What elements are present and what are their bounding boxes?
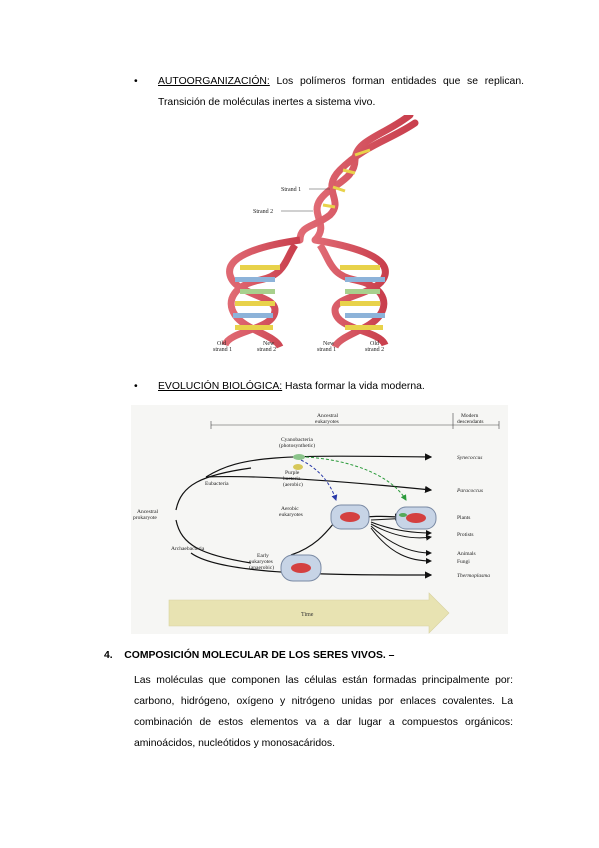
left-helix-b [227, 243, 298, 349]
svg-text:Early: Early [257, 553, 269, 559]
paragraph-line: Las moléculas que componen las células e… [134, 675, 513, 686]
svg-text:strand 1: strand 1 [213, 347, 232, 353]
bullet-heading: EVOLUCIÓN BIOLÓGICA: [158, 381, 283, 392]
base-pairs [233, 265, 385, 330]
evolution-figure: Ancestral eukaryotes Modern descendants … [131, 405, 508, 634]
svg-text:eukaryotes: eukaryotes [249, 559, 273, 565]
modern-label: Modern [461, 413, 479, 419]
paragraph-line: combinación de estos elementos va a dar … [134, 717, 513, 728]
svg-text:eukaryotes: eukaryotes [279, 512, 303, 518]
svg-text:Ancestral: Ancestral [137, 509, 159, 515]
svg-text:bacteria: bacteria [283, 476, 301, 482]
bullet-heading: AUTOORGANIZACIÓN: [158, 76, 270, 87]
svg-text:(aerobic): (aerobic) [283, 481, 303, 488]
bullet-dot: • [134, 381, 138, 392]
svg-text:New: New [323, 341, 335, 347]
bullet-text: AUTOORGANIZACIÓN: Los polímeros forman e… [158, 71, 524, 113]
svg-text:Eubacteria: Eubacteria [205, 481, 229, 487]
svg-text:descendants: descendants [457, 419, 484, 425]
svg-text:Old: Old [370, 341, 379, 347]
svg-text:Synecoccus: Synecoccus [457, 455, 482, 461]
svg-text:strand 1: strand 1 [317, 347, 336, 353]
svg-text:Protists: Protists [457, 532, 474, 538]
paragraph-line: aminoácidos, nucleótidos y monosacáridos… [134, 738, 335, 749]
svg-text:eukaryotes: eukaryotes [315, 419, 339, 425]
svg-text:Fungi: Fungi [457, 559, 470, 565]
purple-bacteria-cell [293, 464, 303, 470]
svg-text:prokaryote: prokaryote [133, 515, 157, 521]
section-paragraph: Las moléculas que componen las células e… [134, 670, 513, 754]
svg-text:Paracoccus: Paracoccus [456, 488, 483, 494]
time-label: Time [301, 612, 314, 618]
svg-text:Aerobic: Aerobic [281, 506, 299, 512]
strand2-label: Strand 2 [253, 209, 273, 215]
bullet-body: Los polímeros forman entidades que se re… [158, 76, 524, 108]
strand1-label: Strand 1 [281, 187, 301, 193]
bullet-text: EVOLUCIÓN BIOLÓGICA: Hasta formar la vid… [158, 376, 524, 397]
svg-text:Thermoplasma: Thermoplasma [457, 573, 490, 579]
bullet-dot: • [134, 76, 138, 87]
svg-text:Animals: Animals [457, 551, 476, 557]
right-helix-b [317, 243, 388, 349]
ancestral-eukaryotes-label: Ancestral [317, 413, 339, 419]
cyanobacteria-cell [293, 454, 305, 460]
helix-strand [296, 119, 419, 244]
svg-text:(anaerobic): (anaerobic) [249, 564, 274, 571]
svg-text:Cyanobacteria: Cyanobacteria [281, 437, 313, 443]
svg-text:New: New [263, 341, 275, 347]
paragraph-line: carbono, hidrógeno, oxígeno y nitrógeno … [134, 696, 513, 707]
section-title: 4. COMPOSICIÓN MOLECULAR DE LOS SERES VI… [104, 650, 395, 661]
svg-text:Purple: Purple [285, 470, 300, 476]
svg-text:Old: Old [217, 341, 226, 347]
svg-text:(photosynthetic): (photosynthetic) [279, 442, 315, 449]
time-arrow [168, 592, 450, 634]
svg-text:Archaebacteria: Archaebacteria [171, 546, 205, 552]
bullet-body: Hasta formar la vida moderna. [282, 381, 425, 392]
svg-text:strand 2: strand 2 [257, 347, 276, 353]
svg-text:Plants: Plants [457, 515, 470, 521]
svg-text:strand 2: strand 2 [365, 347, 384, 353]
